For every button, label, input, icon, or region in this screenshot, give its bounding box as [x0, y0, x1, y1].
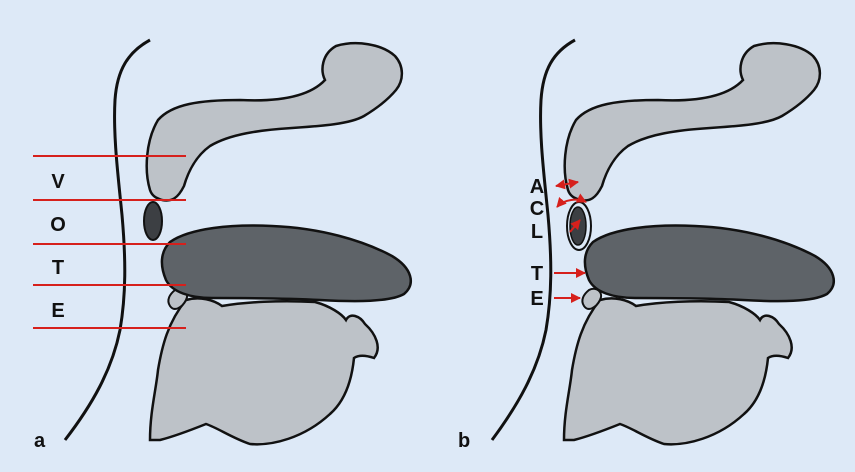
panel-label-a: a	[34, 430, 46, 452]
marker-label-a: A	[530, 176, 544, 198]
level-label-e: E	[51, 300, 64, 322]
marker-label-t: T	[531, 263, 543, 285]
marker-label-e: E	[530, 288, 543, 310]
panel-label-b: b	[458, 430, 470, 452]
level-label-v: V	[51, 171, 65, 193]
tonsil	[570, 207, 586, 245]
marker-label-l: L	[531, 221, 543, 243]
tonsil	[144, 202, 162, 240]
level-label-o: O	[50, 214, 66, 236]
level-label-t: T	[52, 257, 64, 279]
marker-label-c: C	[530, 198, 544, 220]
